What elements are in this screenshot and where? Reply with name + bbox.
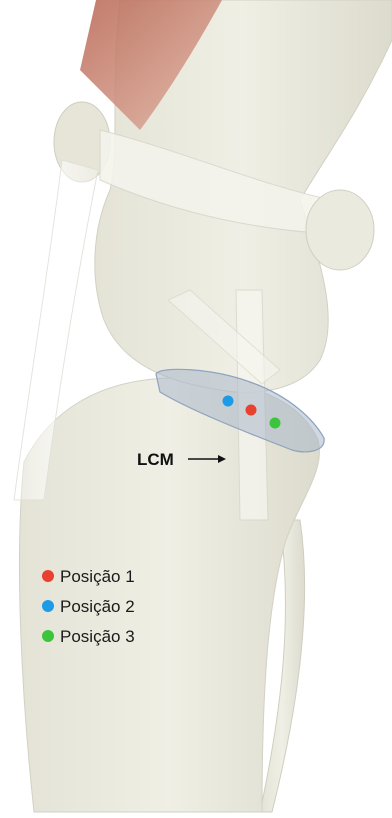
legend-dot-position-3 — [42, 630, 54, 642]
legend-label-position-1: Posição 1 — [60, 567, 135, 586]
fibular-head — [306, 190, 374, 270]
lcm-label: LCM — [137, 450, 174, 469]
legend-dot-position-1 — [42, 570, 54, 582]
legend-label-position-2: Posição 2 — [60, 597, 135, 616]
legend-dot-position-2 — [42, 600, 54, 612]
position-2-marker — [223, 396, 234, 407]
position-3-marker — [270, 418, 281, 429]
legend-label-position-3: Posição 3 — [60, 627, 135, 646]
position-1-marker — [246, 405, 257, 416]
